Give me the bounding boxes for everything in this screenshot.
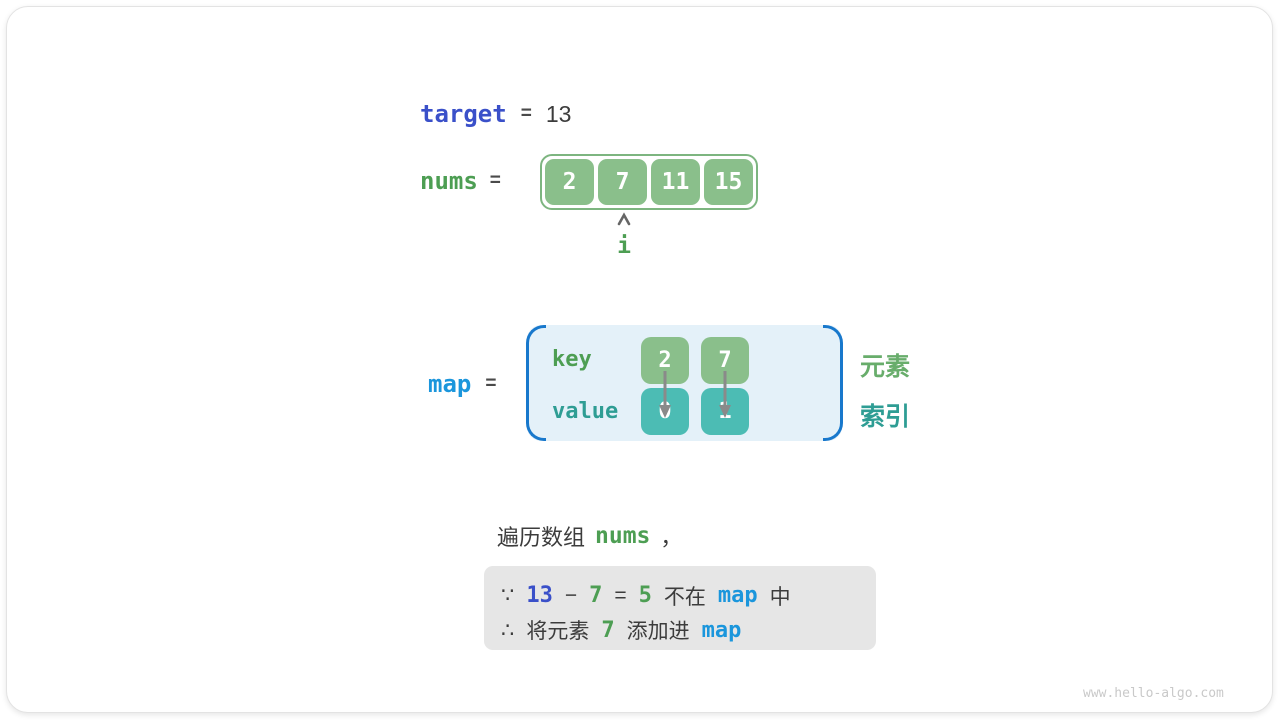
key-to-value-arrow-icon <box>717 369 733 424</box>
caption-prefix: 遍历数组 <box>497 525 586 550</box>
array-cell-1: 7 <box>598 159 647 205</box>
note-equals-sign: = <box>614 583 627 607</box>
index-pointer-label: i <box>617 233 631 259</box>
therefore-symbol: ∴ <box>501 618 515 642</box>
note-in-suffix: 中 <box>769 585 791 609</box>
caption-line: 遍历数组 nums ， <box>497 520 682 552</box>
target-variable: target <box>420 100 507 128</box>
key-to-value-arrow-icon <box>657 369 673 424</box>
note-map-ref: map <box>717 583 758 609</box>
note-not-in-text: 不在 <box>663 585 706 609</box>
note-action-suffix: 添加进 <box>626 620 690 644</box>
map-equals-sign: = <box>485 373 497 394</box>
nums-equals-sign: = <box>489 170 501 191</box>
array-cell-3: 15 <box>704 159 753 205</box>
map-left-bracket <box>526 325 546 441</box>
map-right-bracket <box>823 325 843 441</box>
map-variable: map <box>428 370 472 398</box>
array-cell-2: 11 <box>651 159 700 205</box>
note-minus-sign: − <box>564 583 578 607</box>
target-line: target = 13 <box>420 100 571 128</box>
note-action-prefix: 将元素 <box>526 620 590 644</box>
caption-comma: ， <box>660 525 683 550</box>
nums-array: 2 7 11 15 <box>540 154 758 210</box>
index-pointer-arrow-icon <box>607 212 641 226</box>
watermark: www.hello-algo.com <box>1083 686 1224 701</box>
map-line: map = <box>428 370 496 398</box>
index-label: 索引 <box>860 403 911 431</box>
target-equals-sign: = <box>520 103 532 124</box>
note-minuend: 13 <box>526 583 553 609</box>
target-value: 13 <box>545 100 572 127</box>
array-cell-0: 2 <box>545 159 594 205</box>
because-symbol: ∵ <box>501 584 515 608</box>
note-line-2: ∴ 将元素 7 添加进 map <box>501 615 876 645</box>
note-line-1: ∵ 13 − 7 = 5 不在 map 中 <box>501 581 876 611</box>
note-box: ∵ 13 − 7 = 5 不在 map 中 ∴ 将元素 7 添加进 map <box>484 566 876 650</box>
nums-line: nums = <box>420 167 501 195</box>
note-difference: 5 <box>638 583 652 609</box>
element-label: 元素 <box>860 353 911 381</box>
map-key-label: key <box>552 347 592 372</box>
note-map-ref: map <box>701 617 742 643</box>
diagram-card: target = 13 nums = 2 7 11 15 i map = <box>6 6 1273 713</box>
caption-nums-ref: nums <box>595 523 651 549</box>
map-key-box-0: 2 <box>641 337 689 384</box>
note-element: 7 <box>601 617 615 643</box>
map-value-label: value <box>552 399 619 424</box>
map-container: key value 2 7 0 1 <box>526 325 843 441</box>
nums-variable: nums <box>420 167 478 195</box>
note-subtrahend: 7 <box>589 583 603 609</box>
